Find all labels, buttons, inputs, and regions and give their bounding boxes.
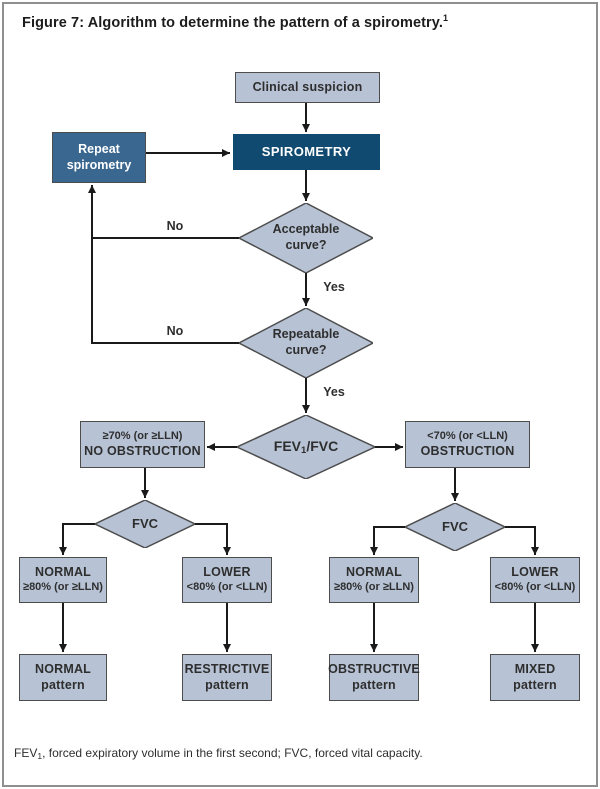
node-label-line1: LOWER xyxy=(203,565,251,580)
footnote-rest-text: , forced expiratory volume in the first … xyxy=(42,746,423,760)
decision-label: FEV1/FVC xyxy=(237,415,375,479)
fev-subscript: 1 xyxy=(301,445,307,457)
node-no-obstruction: ≥70% (or ≥LLN) NO OBSTRUCTION xyxy=(80,421,205,468)
node-label-line2: ≥80% (or ≥LLN) xyxy=(334,580,414,593)
node-label-line2: pattern xyxy=(205,677,249,692)
figure-footnote: FEV1, forced expiratory volume in the fi… xyxy=(14,746,423,761)
figure-title: Figure 7: Algorithm to determine the pat… xyxy=(22,13,448,31)
decision-repeatable-curve: Repeatable curve? xyxy=(239,308,373,378)
decision-label-line1: Acceptable xyxy=(272,222,340,237)
node-spirometry: SPIROMETRY xyxy=(233,134,380,170)
node-label-line1: NORMAL xyxy=(34,565,92,580)
node-label: Clinical suspicion xyxy=(252,79,363,94)
decision-label: Acceptable curve? xyxy=(239,203,373,273)
decision-fvc-right: FVC xyxy=(405,503,505,551)
node-label-line2: OBSTRUCTION xyxy=(420,443,515,458)
node-obstructive-pattern: OBSTRUCTIVE pattern xyxy=(328,654,420,701)
node-label-line2: <80% (or <LLN) xyxy=(186,580,268,593)
node-mixed-pattern: MIXED pattern xyxy=(490,654,580,701)
footnote-fev-subscript: 1 xyxy=(37,751,43,761)
edge-label-no-acceptable: No xyxy=(166,219,184,233)
node-label-line1: NORMAL xyxy=(34,661,92,676)
node-label-line2: <80% (or <LLN) xyxy=(494,580,576,593)
decision-label-line2: curve? xyxy=(285,343,327,357)
decision-label-line2: curve? xyxy=(285,238,327,252)
node-label-line1: OBSTRUCTIVE xyxy=(328,661,420,676)
node-label-line2: pattern xyxy=(352,677,396,692)
footnote-fev-text: FEV xyxy=(14,746,38,760)
decision-label: FVC xyxy=(132,515,158,531)
decision-label-text: FEV1/FVC xyxy=(274,438,338,456)
node-label-line2: NO OBSTRUCTION xyxy=(84,443,201,458)
decision-label-line1: Repeatable xyxy=(272,327,340,342)
figure-title-text: Figure 7: Algorithm to determine the pat… xyxy=(22,14,444,31)
node-obstruction: <70% (or <LLN) OBSTRUCTION xyxy=(405,421,530,468)
decision-fvc-left: FVC xyxy=(95,500,195,548)
decision-label: Repeatable curve? xyxy=(239,308,373,378)
node-clinical-suspicion: Clinical suspicion xyxy=(235,72,380,103)
node-label-line2: ≥80% (or ≥LLN) xyxy=(23,580,103,593)
node-restrictive-pattern: RESTRICTIVE pattern xyxy=(182,654,272,701)
figure-title-reference: 1 xyxy=(443,13,449,23)
decision-label: FVC xyxy=(442,518,468,534)
node-label-line1: LOWER xyxy=(511,565,559,580)
node-label-line1: Repeat xyxy=(78,141,120,156)
node-label-line2: pattern xyxy=(513,677,557,692)
node-label: SPIROMETRY xyxy=(261,143,352,159)
node-label-line1: MIXED xyxy=(514,661,556,676)
node-label-line1: <70% (or <LLN) xyxy=(427,429,508,442)
fvc-text: /FVC xyxy=(306,438,339,455)
edge-label-no-repeatable: No xyxy=(166,324,184,338)
node-label-line1: ≥70% (or ≥LLN) xyxy=(102,429,183,442)
node-label-line1: RESTRICTIVE xyxy=(184,661,270,676)
node-normal-pattern: NORMAL pattern xyxy=(19,654,107,701)
node-lower-right: LOWER <80% (or <LLN) xyxy=(490,557,580,603)
node-label-line2: pattern xyxy=(41,677,85,692)
decision-acceptable-curve: Acceptable curve? xyxy=(239,203,373,273)
edge-label-yes-acceptable: Yes xyxy=(323,280,345,294)
edge-label-yes-repeatable: Yes xyxy=(323,385,345,399)
node-normal-right: NORMAL ≥80% (or ≥LLN) xyxy=(329,557,419,603)
node-normal-left: NORMAL ≥80% (or ≥LLN) xyxy=(19,557,107,603)
decision-fev1-fvc: FEV1/FVC xyxy=(237,415,375,479)
node-lower-left: LOWER <80% (or <LLN) xyxy=(182,557,272,603)
node-repeat-spirometry: Repeat spirometry xyxy=(52,132,146,183)
node-label-line1: NORMAL xyxy=(345,565,403,580)
fev-text: FEV xyxy=(273,438,302,455)
node-label-line2: spirometry xyxy=(66,157,132,172)
